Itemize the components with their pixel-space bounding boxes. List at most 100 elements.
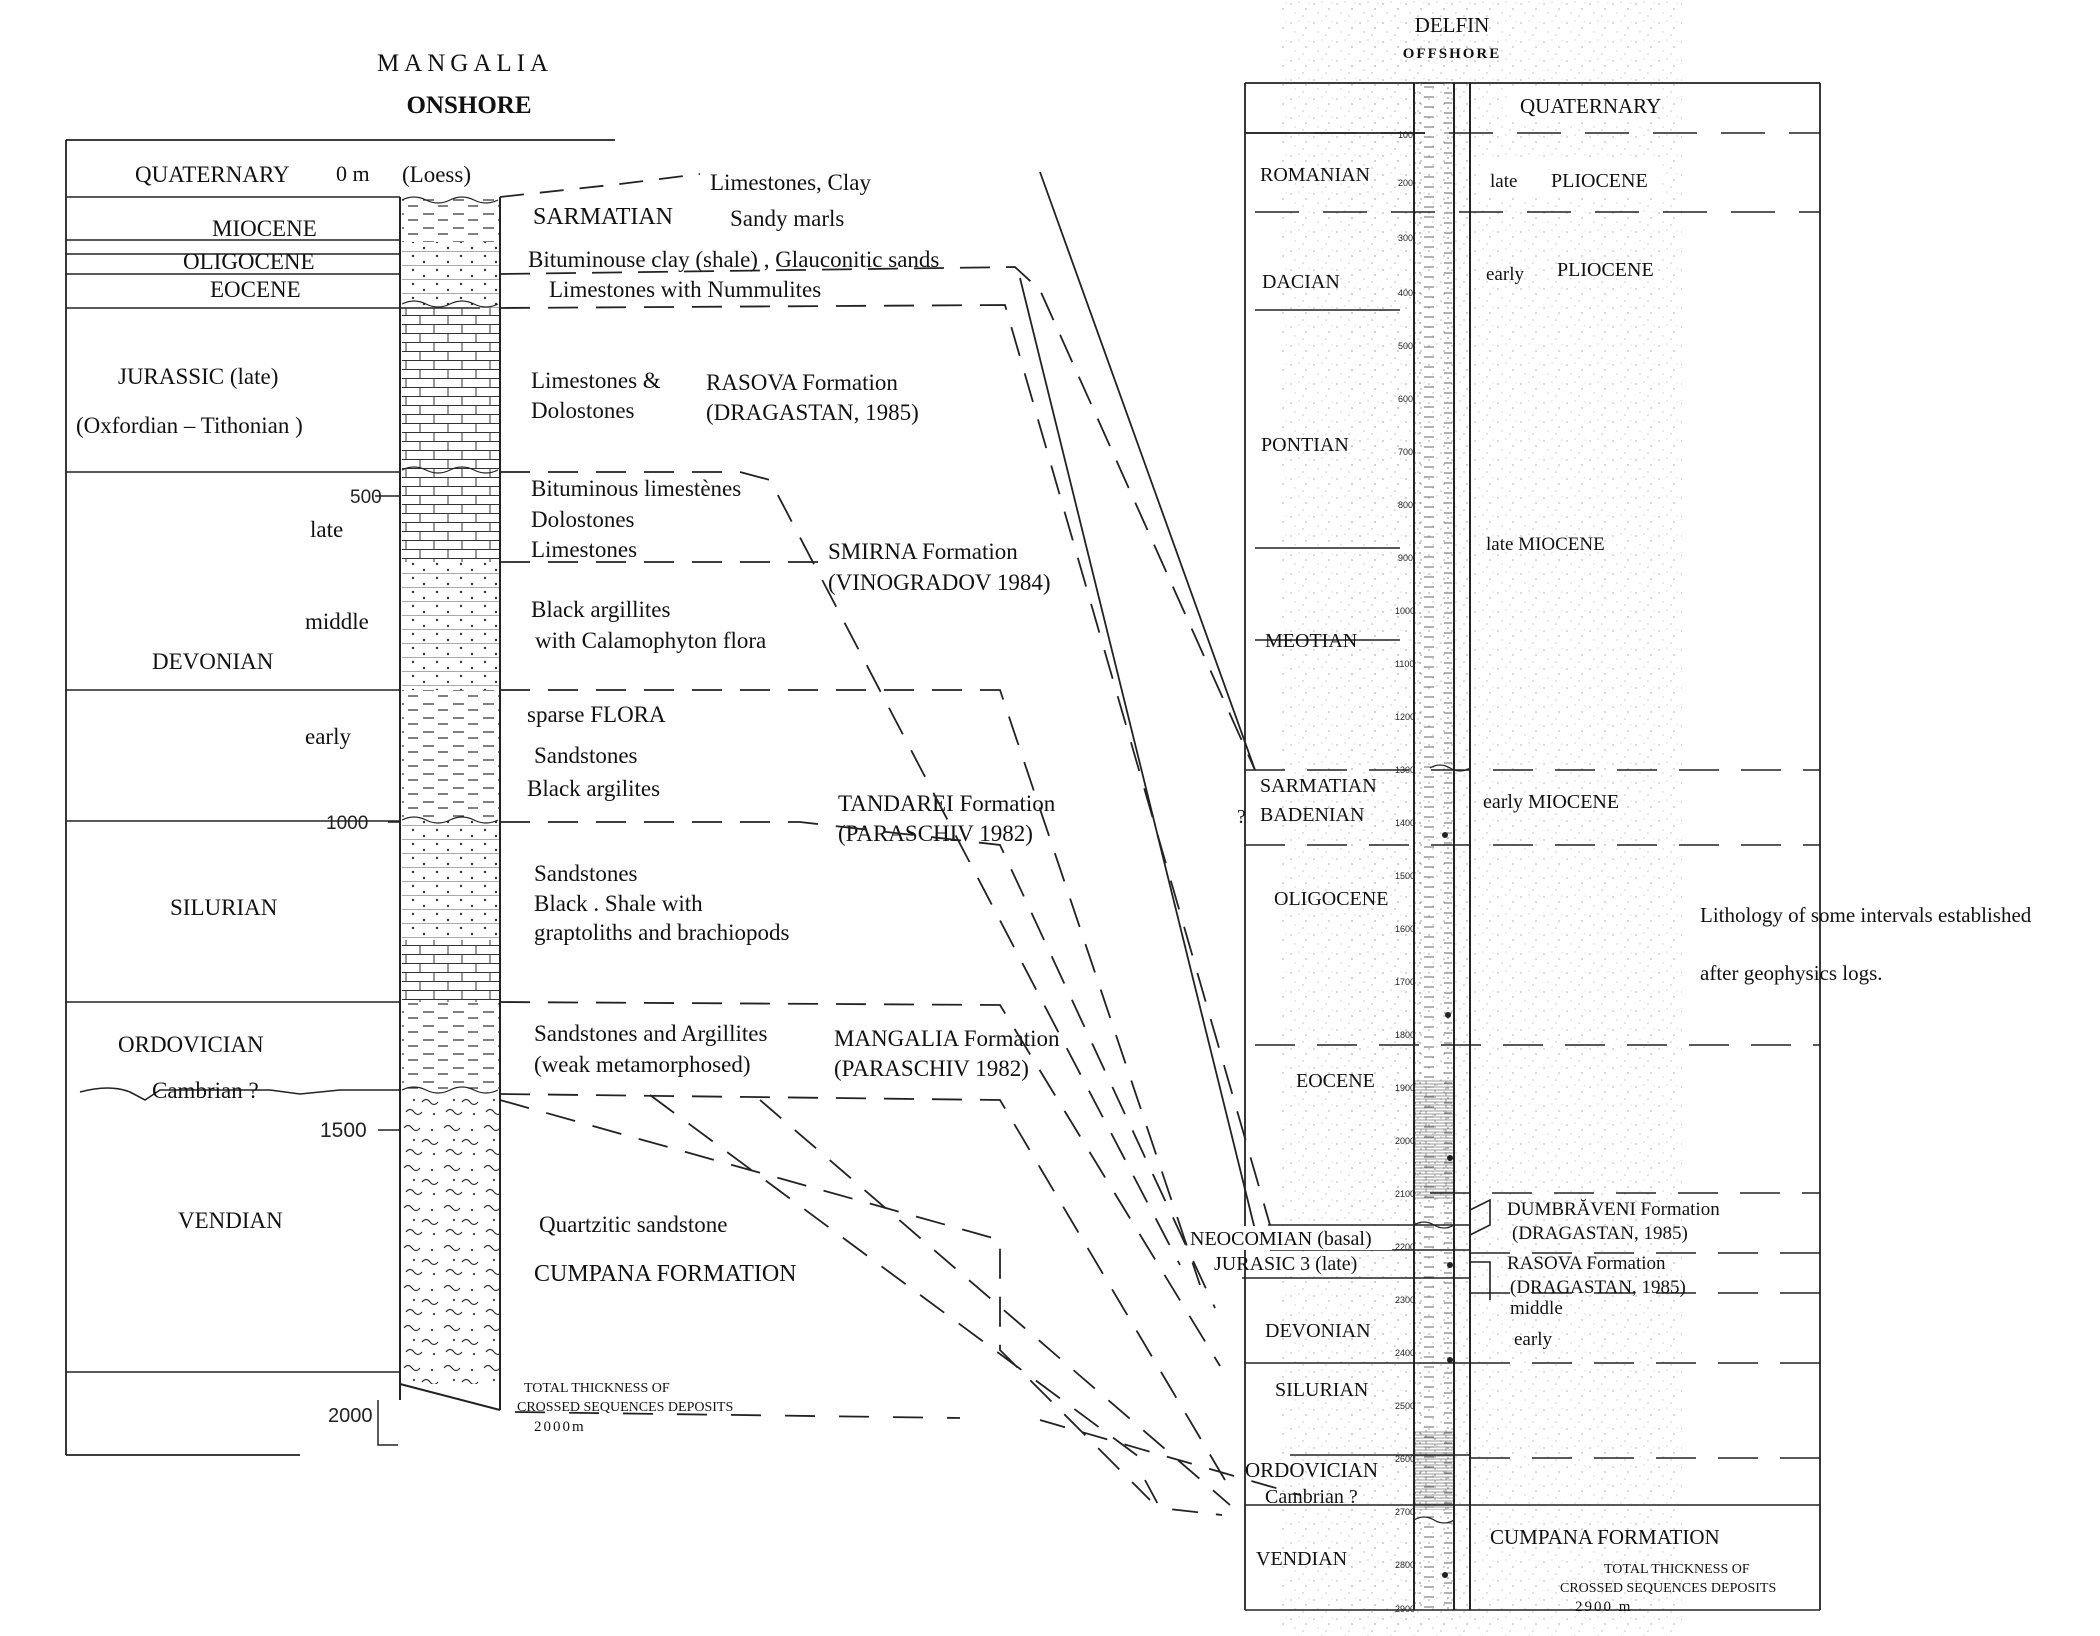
off-age-silurian: SILURIAN bbox=[1275, 1379, 1368, 1401]
onshore-age-labels: QUATERNARY MIOCENE OLIGOCENE EOCENE JURA… bbox=[76, 162, 369, 1233]
depth-tick: 700 bbox=[1398, 447, 1413, 457]
depth-tick: 1500 bbox=[1395, 871, 1415, 881]
litho-nummulites: Limestones with Nummulites bbox=[549, 277, 821, 302]
off-age-neocomian: NEOCOMIAN (basal) bbox=[1190, 1228, 1372, 1250]
litho-smirna: SMIRNA Formation bbox=[828, 539, 1018, 564]
litho-sil-shale: Black . Shale with bbox=[534, 891, 703, 916]
litho-bit-lime: Bituminous limestènes bbox=[531, 476, 741, 501]
litho-total-2: CROSSED SEQUENCES DEPOSITS bbox=[517, 1400, 733, 1415]
onshore-boundary-lines bbox=[66, 196, 480, 1373]
depth-tick: 1400 bbox=[1395, 818, 1415, 828]
litho-sandstones: Sandstones bbox=[534, 743, 638, 768]
litho-limestones: Limestones bbox=[531, 537, 637, 562]
off-age-sarmatian: SARMATIAN bbox=[1260, 775, 1377, 797]
off-form-rasova: RASOVA Formation bbox=[1507, 1253, 1666, 1274]
off-form-early: early bbox=[1514, 1329, 1552, 1350]
litho-loess: (Loess) bbox=[402, 162, 471, 187]
off-form-dumbraveni: DUMBRĂVENI Formation bbox=[1507, 1199, 1720, 1220]
off-age-cambrian: Cambrian ? bbox=[1265, 1486, 1358, 1508]
onshore-frame bbox=[65, 139, 615, 1456]
litho-black-arg-1: Black argillites bbox=[531, 597, 671, 622]
litho-black-argilites: Black argilites bbox=[527, 776, 660, 801]
depth-tick: 2600 bbox=[1395, 1454, 1415, 1464]
off-age-vendian: VENDIAN bbox=[1256, 1548, 1347, 1570]
depth-tick: 1800 bbox=[1395, 1030, 1415, 1040]
depth-tick: 1300 bbox=[1395, 765, 1415, 775]
off-age-badenian: BADENIAN bbox=[1260, 804, 1364, 826]
offshore-subtitle: OFFSHORE bbox=[1403, 46, 1502, 62]
depth-label-1500: 1500 bbox=[320, 1119, 367, 1142]
depth-tick: 100 bbox=[1398, 130, 1413, 140]
age-oligocene: OLIGOCENE bbox=[183, 249, 315, 274]
depth-tick: 200 bbox=[1398, 178, 1413, 188]
offshore-frame bbox=[1244, 82, 1821, 1610]
litho-mangalia-ref: (PARASCHIV 1982) bbox=[834, 1056, 1029, 1081]
off-age-jurasic: JURASIC 3 (late) bbox=[1214, 1253, 1357, 1275]
litho-sil-grapt: graptoliths and brachiopods bbox=[534, 920, 790, 945]
offshore-age-labels: QUATERNARY ROMANIAN late PLIOCENE DACIAN… bbox=[1188, 88, 1661, 1570]
off-form-total-1: TOTAL THICKNESS OF bbox=[1604, 1562, 1750, 1577]
depth-tick: 900 bbox=[1398, 553, 1413, 563]
age-devonian: DEVONIAN bbox=[152, 649, 274, 674]
onshore-depth-scale: 0 m 500 1000 1500 2000 bbox=[320, 161, 400, 1446]
offshore-depth-ticks: 100 200 300 400 500 600 700 800 900 1000… bbox=[1395, 130, 1415, 1614]
depth-tick: 600 bbox=[1398, 394, 1413, 404]
offshore-title: DELFIN bbox=[1415, 13, 1490, 37]
off-age-ordovician: ORDOVICIAN bbox=[1245, 1458, 1378, 1482]
depth-tick: 2000 bbox=[1395, 1136, 1415, 1146]
depth-label-1000: 1000 bbox=[326, 813, 368, 834]
depth-tick: 1200 bbox=[1395, 712, 1415, 722]
litho-quartz: Quartzitic sandstone bbox=[539, 1212, 727, 1237]
litho-lime-clay: Limestones, Clay bbox=[710, 170, 871, 195]
depth-tick: 300 bbox=[1398, 233, 1413, 243]
litho-lime-dolo-1: Limestones & bbox=[531, 368, 661, 393]
off-age-early-miocene: early MIOCENE bbox=[1483, 791, 1619, 813]
age-quaternary: QUATERNARY bbox=[135, 162, 290, 187]
depth-tick: 2500 bbox=[1395, 1401, 1415, 1411]
off-form-rasova-ref: (DRAGASTAN, 1985) bbox=[1510, 1277, 1686, 1298]
off-form-total-2: CROSSED SEQUENCES DEPOSITS bbox=[1560, 1581, 1776, 1596]
litho-ord-sand: Sandstones and Argillites bbox=[534, 1021, 767, 1046]
depth-tick: 1000 bbox=[1395, 606, 1415, 616]
depth-tick: 2900 bbox=[1395, 1604, 1415, 1614]
age-devonian-middle: middle bbox=[305, 609, 369, 634]
off-age-question: ? bbox=[1237, 806, 1246, 828]
age-silurian: SILURIAN bbox=[170, 895, 278, 920]
note-line-1: Lithology of some intervals established bbox=[1700, 903, 2032, 927]
age-miocene: MIOCENE bbox=[212, 216, 317, 241]
off-age-meotian: MEOTIAN bbox=[1265, 630, 1357, 652]
depth-tick: 2800 bbox=[1395, 1560, 1415, 1570]
off-age-late: late bbox=[1490, 171, 1517, 192]
off-age-late-miocene: late MIOCENE bbox=[1486, 534, 1605, 555]
depth-tick: 1100 bbox=[1395, 659, 1414, 669]
litho-ord-meta: (weak metamorphosed) bbox=[534, 1052, 751, 1077]
offshore-column-group: DELFIN OFFSHORE bbox=[1188, 0, 1821, 1636]
depth-tick: 1700 bbox=[1395, 977, 1415, 987]
offshore-boundary-lines bbox=[1242, 132, 1820, 1611]
off-form-dumbraveni-ref: (DRAGASTAN, 1985) bbox=[1512, 1223, 1688, 1244]
depth-label-0m: 0 m bbox=[336, 161, 370, 186]
litho-rasova-ref: (DRAGASTAN, 1985) bbox=[706, 400, 919, 425]
depth-label-500: 500 bbox=[350, 487, 382, 508]
offshore-formation-labels: DUMBRĂVENI Formation (DRAGASTAN, 1985) R… bbox=[1490, 1199, 1776, 1615]
litho-sarmatian: SARMATIAN bbox=[533, 204, 673, 230]
off-age-pliocene: PLIOCENE bbox=[1551, 170, 1648, 192]
onshore-lithology-labels: (Loess) Limestones, Clay SARMATIAN Sandy… bbox=[402, 162, 1060, 1435]
age-jurassic: JURASSIC (late) bbox=[118, 364, 278, 389]
depth-tick: 1600 bbox=[1395, 924, 1415, 934]
off-form-total-3: 2900 m bbox=[1575, 1599, 1632, 1615]
depth-tick: 2200 bbox=[1395, 1242, 1415, 1252]
off-age-quaternary: QUATERNARY bbox=[1520, 94, 1661, 118]
litho-total-3: 2000m bbox=[534, 1419, 586, 1435]
litho-bituminous-clay: Bituminouse clay (shale) , Glauconitic s… bbox=[528, 247, 939, 272]
litho-sil-sand: Sandstones bbox=[534, 861, 638, 886]
litho-black-arg-2: with Calamophyton flora bbox=[535, 628, 766, 653]
age-jurassic-sub: (Oxfordian – Tithonian ) bbox=[76, 413, 303, 438]
age-cambrian: Cambrian ? bbox=[152, 1078, 259, 1103]
age-devonian-late: late bbox=[310, 517, 343, 542]
off-age-devonian: DEVONIAN bbox=[1265, 1320, 1371, 1342]
off-age-pliocene2: PLIOCENE bbox=[1557, 259, 1654, 281]
litho-smirna-ref: (VINOGRADOV 1984) bbox=[828, 570, 1051, 595]
depth-tick: 2300 bbox=[1395, 1295, 1415, 1305]
age-vendian: VENDIAN bbox=[178, 1208, 283, 1233]
